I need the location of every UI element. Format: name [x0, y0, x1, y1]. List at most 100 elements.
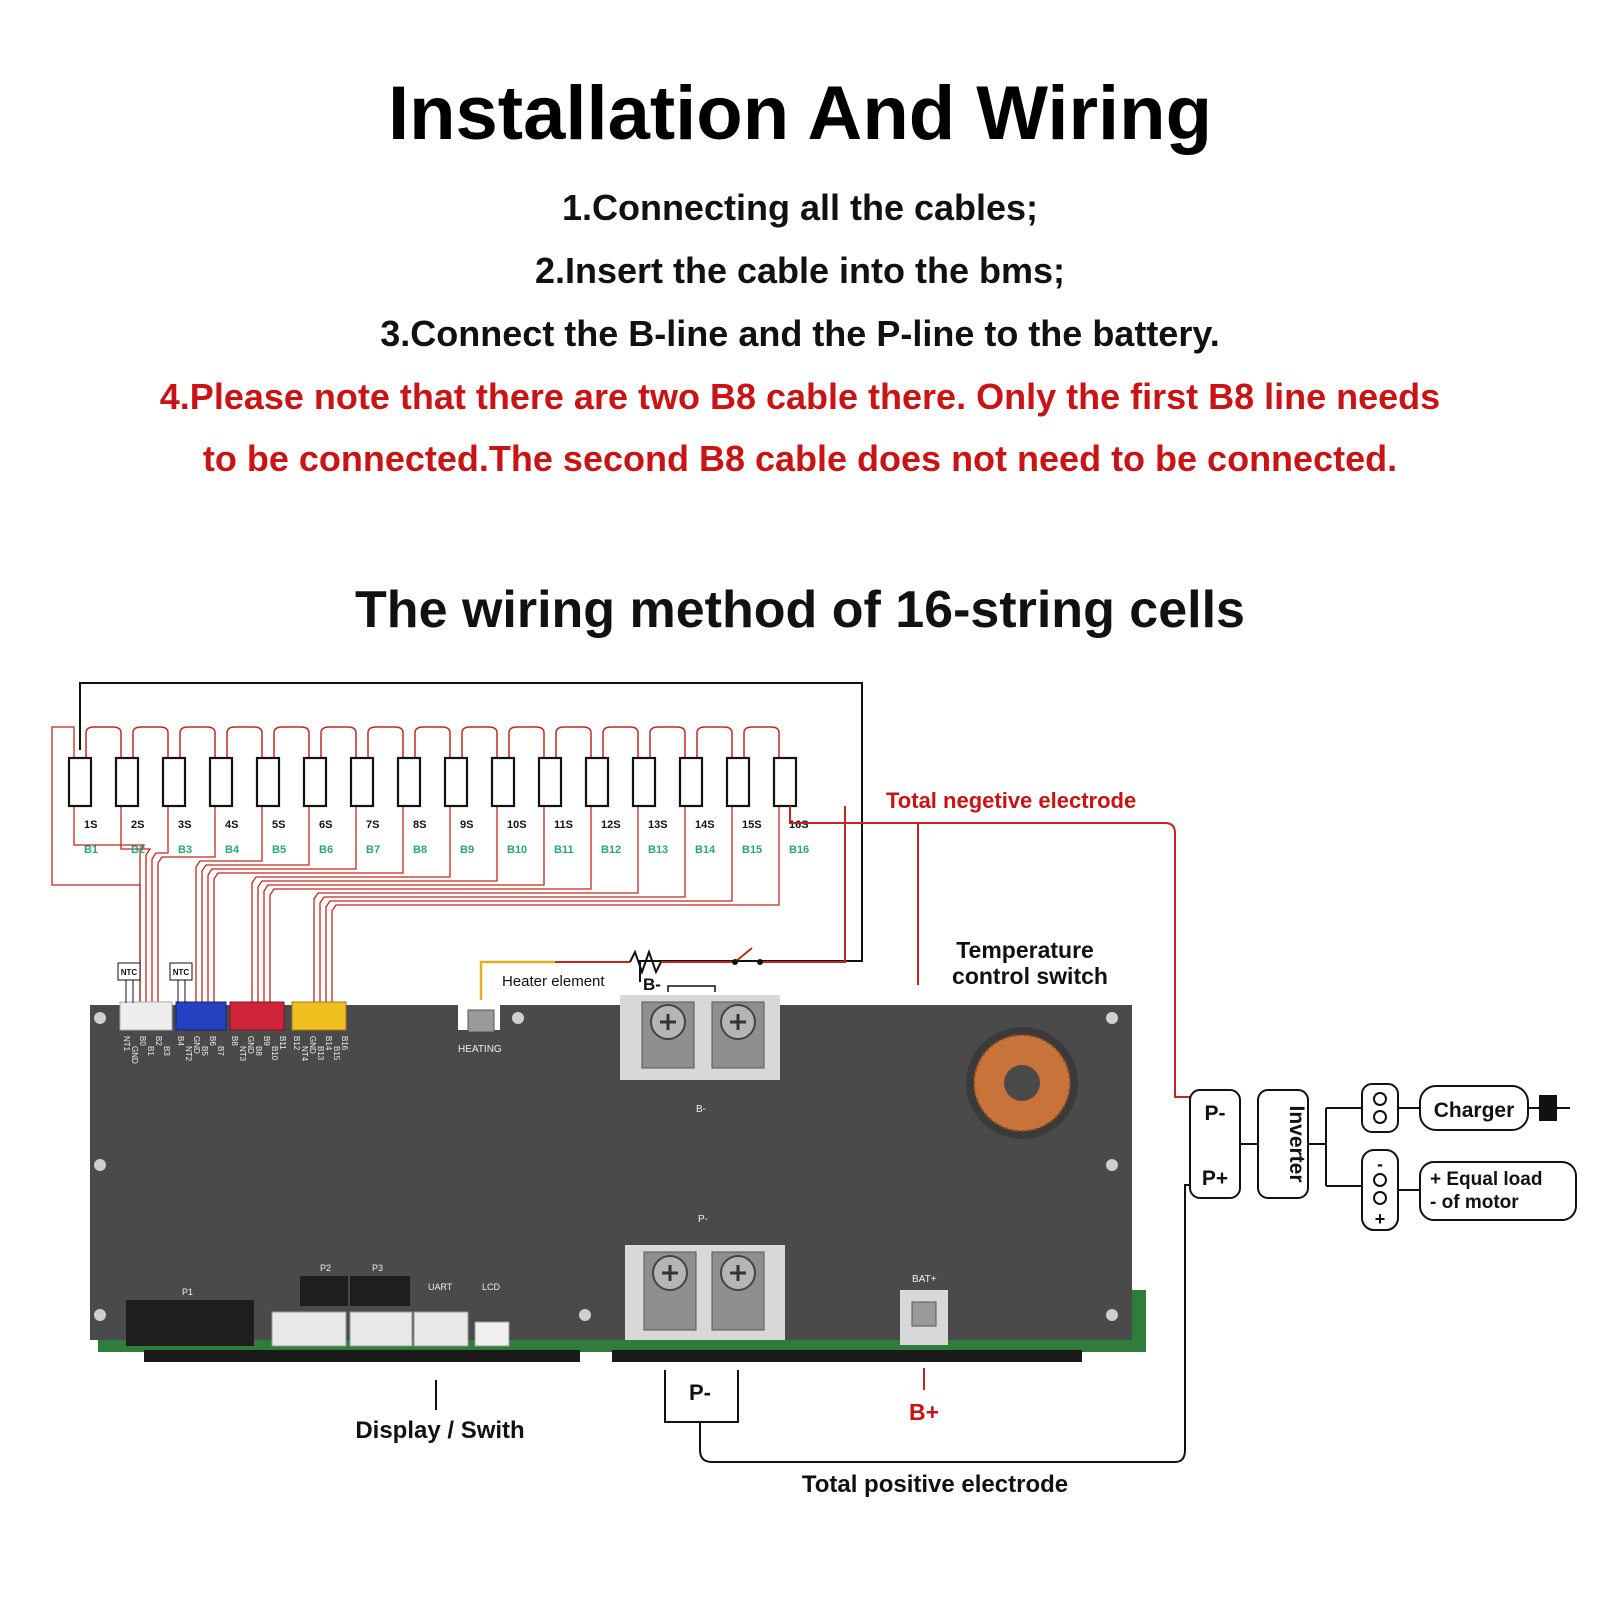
cell-3s [161, 756, 187, 808]
connector-red [229, 1001, 285, 1031]
b-minus-terminal [641, 1001, 765, 1069]
cell-link-wire [273, 726, 310, 760]
balance-label: B8 [413, 844, 427, 856]
inverter-branch-wires [1308, 1107, 1362, 1187]
step-3: 3.Connect the B-line and the P-line to t… [380, 313, 1220, 354]
balance-wire-b4 [157, 806, 216, 1003]
cell-link-wire [602, 726, 639, 760]
cell-2s [114, 756, 140, 808]
heater-element-label: Heater element [502, 973, 605, 990]
balance-label: B14 [695, 844, 716, 856]
cell-link-wire [320, 726, 357, 760]
pin-label: NT4 [300, 1046, 309, 1062]
total-positive-label: Total positive electrode [802, 1471, 1068, 1498]
cell-6s [302, 756, 328, 808]
p-plus-out-label: P+ [1202, 1167, 1228, 1190]
pin-label: B13 [316, 1046, 325, 1061]
cell-link-wire [132, 726, 169, 760]
total-negative-black-wire [79, 682, 863, 982]
total-negative-label: Total negetive electrode [886, 788, 1136, 813]
equal-load-label-1: + Equal load [1430, 1169, 1542, 1190]
ntc-probes: NTC NTC [117, 962, 193, 1003]
balance-label: B16 [789, 844, 809, 856]
display-switch-label: Display / Swith [355, 1417, 524, 1444]
balance-label: B12 [601, 844, 621, 856]
b-minus-top-label: B- [643, 975, 661, 994]
string-label: 8S [413, 819, 426, 831]
equal-load-box [1419, 1161, 1577, 1221]
cell-link-wire [555, 726, 592, 760]
mounting-holes [94, 1012, 1118, 1321]
string-label: 12S [601, 819, 621, 831]
pin-label: NT1 [122, 1036, 131, 1052]
cell-10s [490, 756, 516, 808]
string-label: 1S [84, 819, 97, 831]
pin-label: B12 [292, 1036, 301, 1051]
lcd-label: LCD [482, 1282, 501, 1292]
cell-15s [725, 756, 751, 808]
connector-white [119, 1001, 173, 1031]
string-label: 2S [131, 819, 144, 831]
bottom-connectors [126, 1276, 510, 1347]
balance-label: B9 [460, 844, 474, 856]
string-label: 15S [742, 819, 762, 831]
ntc-label-1: NTC [121, 968, 138, 977]
cell-link-wire [508, 726, 545, 760]
balance-wire-b11 [263, 806, 545, 1003]
balance-wire-b0 [51, 726, 141, 1003]
balance-label: B7 [366, 844, 380, 856]
cell-13s [631, 756, 657, 808]
cell-5s [255, 756, 281, 808]
pin-label: B8 [254, 1046, 263, 1056]
string-label: 16S [789, 819, 809, 831]
balance-wire-b5 [195, 806, 263, 1003]
cell-4s [208, 756, 234, 808]
balance-wires [51, 726, 780, 1003]
cell-labels: 1SB12SB23SB34SB45SB56SB67SB78SB89SB910SB… [84, 819, 809, 856]
note-line-1: 4.Please note that there are two B8 cabl… [159, 376, 1441, 417]
board-b-minus-label: B- [696, 1104, 706, 1115]
ntc-label-2: NTC [173, 968, 190, 977]
pin-label: B11 [278, 1036, 287, 1050]
balance-label: B1 [84, 844, 98, 856]
string-label: 5S [272, 819, 285, 831]
cell-7s [349, 756, 375, 808]
balance-label: B11 [554, 844, 574, 856]
p2-label: P2 [320, 1263, 331, 1273]
page-title: Installation And Wiring [387, 71, 1212, 156]
cell-link-wire [226, 726, 263, 760]
step-2: 2.Insert the cable into the bms; [534, 250, 1066, 291]
p3-label: P3 [372, 1263, 383, 1273]
temp-switch-label-2: control switch [952, 963, 1108, 989]
balance-wire-b7 [207, 806, 357, 1003]
charger-plug-box [1361, 1083, 1399, 1133]
heater-resistor-icon [629, 948, 662, 976]
cell-11s [537, 756, 563, 808]
cell-14s [678, 756, 704, 808]
switch-contact-icon [757, 959, 763, 965]
pin-label: B6 [208, 1036, 217, 1046]
plug-icon [1528, 1095, 1570, 1121]
pin-label: B3 [162, 1046, 171, 1056]
switch-contact-icon [732, 959, 738, 965]
cell-link-wire [367, 726, 404, 760]
pin-label: GND [192, 1036, 201, 1054]
cell-link-wire [461, 726, 498, 760]
charger-label: Charger [1434, 1099, 1515, 1122]
heating-label: HEATING [458, 1044, 502, 1055]
pin-label: NT2 [184, 1046, 193, 1062]
inverter-label: Inverter [1285, 1105, 1308, 1182]
pin-label: B7 [216, 1046, 225, 1056]
total-negative-red-wire [789, 806, 1190, 1098]
total-positive-wire [699, 1184, 1190, 1463]
pin-label: B5 [200, 1046, 209, 1056]
p-minus-box-label: P- [689, 1380, 711, 1405]
cell-link-wire [414, 726, 451, 760]
pin-label: B14 [324, 1036, 333, 1051]
balance-wire-b12 [269, 806, 592, 1003]
cell-9s [443, 756, 469, 808]
cell-16s [772, 756, 798, 808]
balance-wire-b15 [325, 806, 733, 1003]
